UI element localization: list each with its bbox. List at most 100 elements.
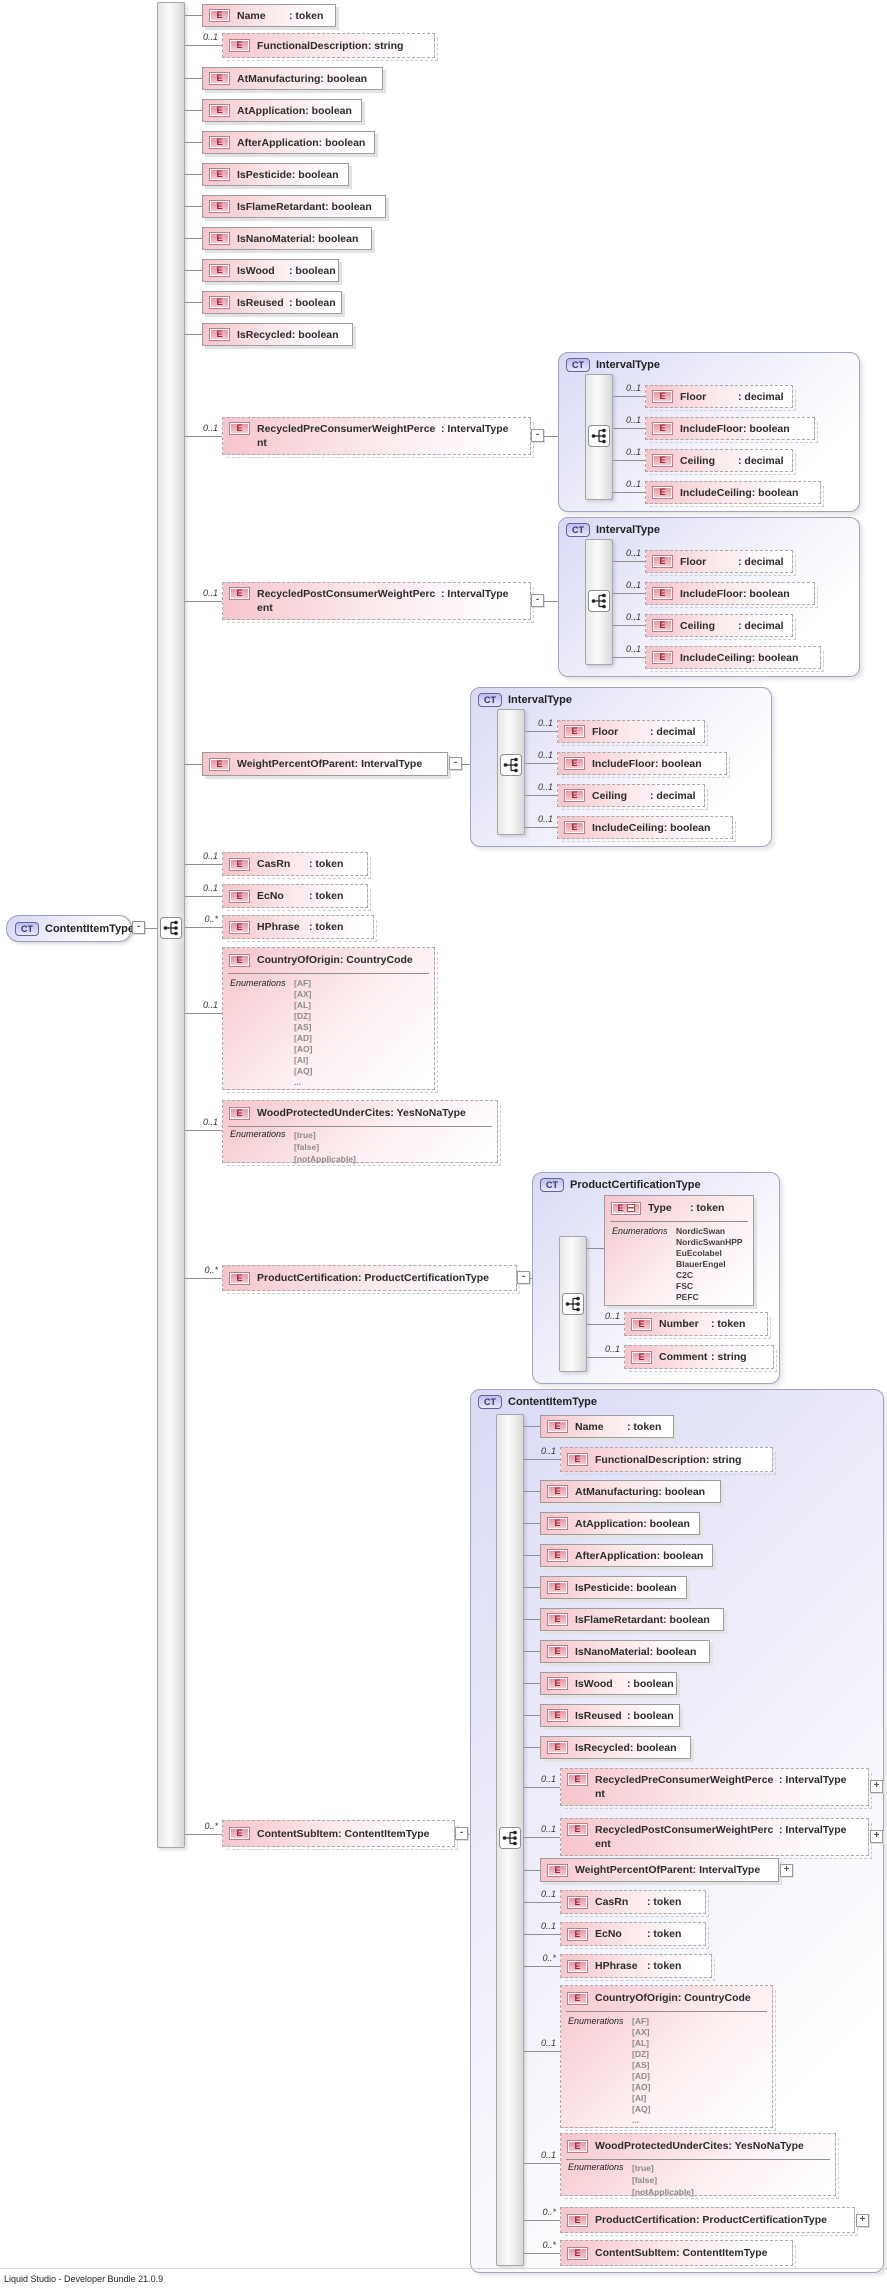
element-type: : boolean: [656, 1549, 704, 1562]
enum-value: NordicSwanHPP: [676, 1237, 743, 1247]
element-IsPesticide[interactable]: E IsPesticide : boolean: [202, 163, 349, 186]
element-Name[interactable]: E Name : token: [202, 4, 336, 27]
element-IsNanoMaterial[interactable]: E IsNanoMaterial : boolean: [540, 1640, 710, 1663]
element-FunctionalDescription[interactable]: E FunctionalDescription : string: [222, 33, 438, 61]
collapse-toggle[interactable]: -: [531, 429, 544, 442]
element-type: : ContentItemType: [338, 1827, 430, 1840]
expand-toggle[interactable]: +: [780, 1864, 793, 1877]
element-EcNo[interactable]: E EcNo : token: [222, 884, 371, 911]
element-AtApplication[interactable]: E AtApplication : boolean: [202, 99, 362, 122]
element-RecycledPostConsumerWeightPercent[interactable]: E RecycledPostConsumerWeightPercent : In…: [222, 582, 534, 623]
multiplicity-label: 0..1: [202, 851, 218, 861]
multiplicity-label: 0..1: [202, 1000, 218, 1010]
facet-icon: [626, 1204, 635, 1212]
element-IsNanoMaterial[interactable]: E IsNanoMaterial : boolean: [202, 227, 372, 250]
element-IncludeFloor[interactable]: E IncludeFloor : boolean: [557, 752, 730, 778]
collapse-toggle[interactable]: -: [132, 921, 145, 934]
enum-value: ...: [294, 1077, 302, 1087]
element-IsPesticide[interactable]: E IsPesticide : boolean: [540, 1576, 687, 1599]
element-Ceiling[interactable]: E Ceiling : decimal: [645, 614, 796, 640]
element-Floor[interactable]: E Floor : decimal: [557, 720, 708, 746]
multiplicity-label: 0..1: [604, 1311, 620, 1321]
element-Ceiling[interactable]: E Ceiling : decimal: [557, 784, 708, 810]
element-RecycledPreConsumerWeightPercent[interactable]: E RecycledPreConsumerWeightPercent : Int…: [560, 1768, 872, 1809]
element-Floor[interactable]: E Floor : decimal: [645, 550, 796, 576]
element-CasRn[interactable]: E CasRn : token: [560, 1890, 709, 1917]
element-name: AtApplication: [237, 104, 306, 117]
multiplicity-label: 0..*: [204, 914, 218, 924]
complex-type-icon: CT: [566, 358, 590, 372]
element-AtManufacturing[interactable]: E AtManufacturing : boolean: [540, 1480, 721, 1503]
enum-value: FSC: [676, 1281, 693, 1291]
element-type: : string: [711, 1351, 747, 1363]
element-RecycledPreConsumerWeightPercent[interactable]: E RecycledPreConsumerWeightPercent : Int…: [222, 417, 534, 458]
element-WeightPercentOfParent[interactable]: E WeightPercentOfParent : IntervalType: [540, 1858, 779, 1882]
element-AtManufacturing[interactable]: E AtManufacturing : boolean: [202, 67, 383, 90]
element-ProductCertification[interactable]: E ProductCertification : ProductCertific…: [560, 2207, 858, 2236]
element-type: : ProductCertificationType: [357, 1272, 490, 1284]
connector-line: [524, 1787, 560, 1788]
element-CountryOfOrigin[interactable]: E CountryOfOrigin : CountryCode Enumerat…: [560, 1985, 776, 2131]
enum-value: [AX]: [632, 2027, 650, 2037]
element-IsFlameRetardant[interactable]: E IsFlameRetardant : boolean: [202, 195, 386, 218]
element-AfterApplication[interactable]: E AfterApplication : boolean: [202, 131, 375, 154]
element-ContentSubItem[interactable]: E ContentSubItem : ContentItemType: [560, 2240, 796, 2269]
element-type: : token: [309, 858, 344, 870]
root-complex-type-ContentItemType[interactable]: CT ContentItemType: [6, 915, 134, 942]
element-CountryOfOrigin[interactable]: E CountryOfOrigin : CountryCode Enumerat…: [222, 947, 438, 1093]
element-CasRn[interactable]: E CasRn : token: [222, 852, 371, 879]
connector-line: [524, 1870, 540, 1871]
element-FunctionalDescription[interactable]: E FunctionalDescription : string: [560, 1447, 776, 1475]
enum-value: [false]: [632, 2175, 658, 2185]
element-IsWood[interactable]: E IsWood : boolean: [202, 259, 339, 282]
element-IncludeCeiling[interactable]: E IncludeCeiling : boolean: [557, 816, 736, 842]
element-AtApplication[interactable]: E AtApplication : boolean: [540, 1512, 700, 1535]
element-IncludeCeiling[interactable]: E IncludeCeiling : boolean: [645, 646, 824, 672]
element-RecycledPostConsumerWeightPercent[interactable]: E RecycledPostConsumerWeightPercent : In…: [560, 1818, 872, 1859]
element-IsReused[interactable]: E IsReused : boolean: [540, 1704, 680, 1727]
expand-toggle[interactable]: +: [856, 2214, 869, 2227]
element-IsWood[interactable]: E IsWood : boolean: [540, 1672, 677, 1695]
connector-line: [613, 593, 645, 594]
element-HPhrase[interactable]: E HPhrase : token: [560, 1954, 715, 1981]
element-icon: E: [567, 2213, 588, 2227]
expand-toggle[interactable]: +: [870, 1780, 883, 1793]
element-EcNo[interactable]: E EcNo : token: [560, 1922, 709, 1949]
element-IncludeFloor[interactable]: E IncludeFloor : boolean: [645, 582, 818, 608]
connector-line: [524, 1555, 540, 1556]
element-name: RecycledPreConsumerWeightPercent: [257, 423, 436, 449]
connector-line: [613, 561, 645, 562]
element-WoodProtectedUnderCites[interactable]: E WoodProtectedUnderCites : YesNoNaType …: [222, 1100, 501, 1166]
element-Number[interactable]: E Number : token: [624, 1312, 771, 1339]
element-Floor[interactable]: E Floor : decimal: [645, 385, 796, 411]
element-IsRecycled[interactable]: E IsRecycled : boolean: [540, 1736, 691, 1759]
enumerations-label: Enumerations: [612, 1226, 668, 1236]
element-WeightPercentOfParent[interactable]: E WeightPercentOfParent : IntervalType: [202, 752, 448, 776]
connector-line: [185, 1130, 222, 1131]
element-IsRecycled[interactable]: E IsRecycled : boolean: [202, 323, 353, 346]
element-ProductCertification[interactable]: E ProductCertification : ProductCertific…: [222, 1265, 520, 1294]
connector-line: [185, 302, 202, 303]
element-HPhrase[interactable]: E HPhrase : token: [222, 915, 377, 942]
collapse-toggle[interactable]: -: [449, 757, 462, 770]
element-IncludeCeiling[interactable]: E IncludeCeiling : boolean: [645, 481, 824, 507]
divider: [566, 2011, 767, 2012]
expand-toggle[interactable]: +: [870, 1830, 883, 1843]
element-name: ContentSubItem: [595, 2247, 677, 2259]
element-Type[interactable]: E Type : token Enumerations NordicSwan N…: [604, 1195, 754, 1306]
collapse-toggle[interactable]: -: [517, 1271, 530, 1284]
element-name: IncludeFloor: [680, 422, 743, 435]
element-Ceiling[interactable]: E Ceiling : decimal: [645, 449, 796, 475]
collapse-toggle[interactable]: -: [455, 1827, 468, 1840]
element-type: : YesNoNaType: [390, 1107, 466, 1119]
element-ContentSubItem[interactable]: E ContentSubItem : ContentItemType: [222, 1820, 458, 1850]
element-AfterApplication[interactable]: E AfterApplication : boolean: [540, 1544, 713, 1567]
element-WoodProtectedUnderCites[interactable]: E WoodProtectedUnderCites : YesNoNaType …: [560, 2133, 839, 2199]
element-Comment[interactable]: E Comment : string: [624, 1345, 777, 1372]
collapse-toggle[interactable]: -: [531, 594, 544, 607]
connector-line: [185, 78, 202, 79]
element-Name[interactable]: E Name : token: [540, 1415, 674, 1438]
element-IncludeFloor[interactable]: E IncludeFloor : boolean: [645, 417, 818, 443]
element-IsFlameRetardant[interactable]: E IsFlameRetardant : boolean: [540, 1608, 724, 1631]
element-IsReused[interactable]: E IsReused : boolean: [202, 291, 342, 314]
